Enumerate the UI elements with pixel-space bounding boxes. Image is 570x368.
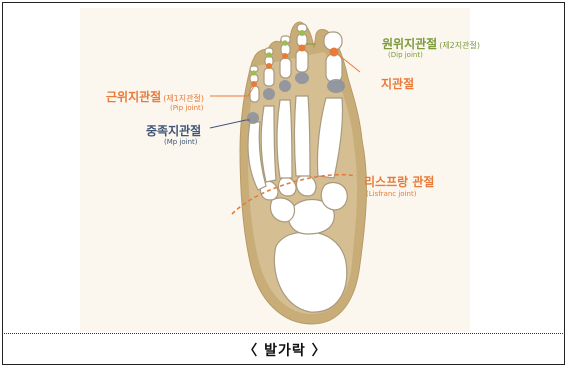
- pip-label: 근위지관절(제1지관절) (Pip joint): [106, 91, 204, 112]
- dip-label: 원위지관절(제2지관절) (Dip joint): [382, 38, 480, 59]
- ip-joint-marker: [330, 48, 339, 57]
- phalanx-1-distal: [324, 32, 342, 50]
- lisfranc-name: 리스프랑 관절: [364, 176, 434, 188]
- cuneiform-3: [296, 175, 316, 196]
- pip-sub: (Pip joint): [170, 105, 204, 112]
- dip-sub: (Dip joint): [388, 52, 480, 59]
- metatarsal-4: [261, 106, 276, 182]
- phalanx-5-proximal: [250, 86, 259, 102]
- dip-paren: (제2지관절): [439, 41, 480, 50]
- phalanx-4-proximal: [264, 68, 274, 86]
- phalanx-1-proximal: [326, 54, 342, 82]
- ip-label: 지관절: [381, 78, 414, 90]
- pip-paren: (제1지관절): [163, 94, 204, 103]
- mp-name: 중족지관절: [146, 125, 201, 137]
- mp-sub: (Mp joint): [164, 139, 201, 146]
- cuboid: [321, 183, 347, 210]
- dip-name: 원위지관절: [382, 37, 437, 51]
- figure-caption: 〈 발가락 〉: [0, 340, 570, 360]
- metatarsal-3: [277, 100, 292, 178]
- lisfranc-label: 리스프랑 관절 (Lisfranc joint): [364, 176, 434, 198]
- lisfranc-sub: (Lisfranc joint): [366, 191, 434, 198]
- caption-divider: [2, 333, 565, 334]
- phalanx-2-proximal: [296, 50, 308, 72]
- phalanx-3-proximal: [280, 58, 291, 78]
- metatarsal-2: [295, 96, 311, 176]
- pip-name: 근위지관절: [106, 90, 161, 104]
- foot-diagram: [0, 0, 570, 332]
- mp-label: 중족지관절 (Mp joint): [146, 125, 201, 146]
